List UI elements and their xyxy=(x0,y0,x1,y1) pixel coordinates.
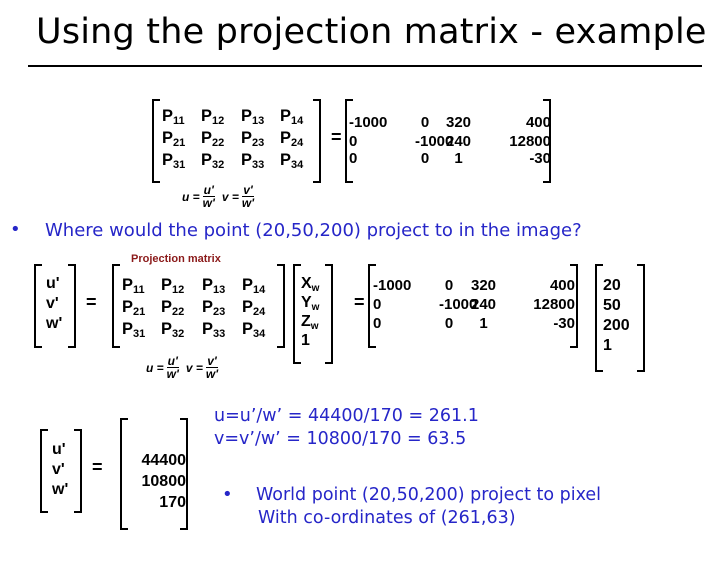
mid-p-matrix-left-bracket xyxy=(112,264,120,348)
mid-num-matrix-cell-1-4: 400 xyxy=(549,277,575,294)
mid-p-14: P14 xyxy=(242,276,266,296)
answer-bullet-dot: • xyxy=(222,484,233,505)
top-p-31: P31 xyxy=(162,151,186,171)
mid-num-matrix-right-bracket xyxy=(570,264,578,348)
mid-p-22: P22 xyxy=(161,298,185,318)
result-uvw-3: w' xyxy=(52,481,69,498)
point-vector-3: 200 xyxy=(603,317,630,334)
top-num-matrix-cell-2-1: 0 xyxy=(349,133,358,150)
mid-num-matrix-cell-3-1: 0 xyxy=(373,315,382,332)
point-vector-1: 20 xyxy=(603,277,621,294)
mid-num-matrix-cell-3-3: 1 xyxy=(479,315,488,332)
mid-equals-1: = xyxy=(86,292,97,312)
top-num-matrix-cell-1-2: 0 xyxy=(420,114,430,131)
world-vector-1: Xw xyxy=(301,275,320,294)
top-p-33: P33 xyxy=(241,151,265,171)
answer-line-2: With co-ordinates of (261,63) xyxy=(258,508,516,528)
result-vector-right-bracket xyxy=(180,418,188,530)
world-vector-left-bracket xyxy=(293,264,301,364)
top-p-14: P14 xyxy=(280,107,304,127)
top-p-22: P22 xyxy=(201,129,225,149)
point-vector-2: 50 xyxy=(603,297,621,314)
top-p-32: P32 xyxy=(201,151,225,171)
mid-p-34: P34 xyxy=(242,320,266,340)
top-p-34: P34 xyxy=(280,151,304,171)
top-p-matrix-right-bracket xyxy=(313,99,321,183)
mid-num-matrix-cell-1-2: 0 xyxy=(444,277,454,294)
point-vector-left-bracket xyxy=(595,264,603,372)
mid-p-24: P24 xyxy=(242,298,266,318)
top-num-matrix-cell-3-1: 0 xyxy=(349,150,358,167)
world-vector-2: Yw xyxy=(301,294,320,313)
mid-num-matrix-cell-3-4: -30 xyxy=(553,315,575,332)
v-calculation: v=v’/w’ = 10800/170 = 63.5 xyxy=(214,429,467,449)
top-p-24: P24 xyxy=(280,129,304,149)
mid-p-33: P33 xyxy=(202,320,226,340)
top-p-21: P21 xyxy=(162,129,186,149)
mid-p-31: P31 xyxy=(122,320,146,340)
world-vector-right-bracket xyxy=(325,264,333,364)
page-title: Using the projection matrix - example xyxy=(36,12,707,52)
top-num-matrix-right-bracket xyxy=(543,99,551,183)
mid-num-matrix-cell-2-4: 12800 xyxy=(533,296,575,313)
top-num-matrix-cell-3-3: 1 xyxy=(454,150,463,167)
mid-num-matrix-cell-2-3: 240 xyxy=(470,296,497,313)
world-vector-3: Zw xyxy=(301,313,319,332)
mid-p-11: P11 xyxy=(122,276,145,296)
top-num-matrix-cell-1-4: 400 xyxy=(525,114,551,131)
mid-num-matrix-cell-2-2: -1000 xyxy=(439,296,478,313)
mid-num-matrix-left-bracket xyxy=(368,264,376,348)
top-p-13: P13 xyxy=(241,107,265,127)
result-vector-left-bracket xyxy=(120,418,128,530)
mid-uvw-right-bracket xyxy=(68,264,76,348)
u-calculation: u=u’/w’ = 44400/170 = 261.1 xyxy=(214,406,479,426)
title-underline xyxy=(28,65,702,67)
point-vector-right-bracket xyxy=(637,264,645,372)
top-p-12: P12 xyxy=(201,107,225,127)
bullet-question: Where would the point (20,50,200) projec… xyxy=(45,220,582,241)
mid-num-matrix-cell-1-3: 320 xyxy=(470,277,497,294)
mid-uvw-left-bracket xyxy=(34,264,42,348)
top-num-matrix-cell-3-2: 0 xyxy=(420,150,430,167)
result-uvw-2: v' xyxy=(52,461,65,478)
world-vector-4: 1 xyxy=(301,332,310,349)
mid-uvw-3: w' xyxy=(46,315,63,332)
mid-uvw-1: u' xyxy=(46,275,60,292)
top-num-matrix-cell-1-3: 320 xyxy=(445,114,472,131)
result-equals-sign: = xyxy=(92,457,103,477)
top-num-matrix-cell-2-4: 12800 xyxy=(509,133,551,150)
answer-line-1: World point (20,50,200) project to pixel xyxy=(256,485,602,505)
result-vector-1: 44400 xyxy=(141,452,187,469)
mid-p-13: P13 xyxy=(202,276,226,296)
mid-uvw-2: v' xyxy=(46,295,59,312)
top-p-23: P23 xyxy=(241,129,265,149)
mid-p-32: P32 xyxy=(161,320,185,340)
mid-equals-2: = xyxy=(354,292,365,312)
result-uvw-left-bracket xyxy=(40,429,48,513)
mid-p-12: P12 xyxy=(161,276,185,296)
result-vector-2: 10800 xyxy=(141,473,187,490)
result-vector-3: 170 xyxy=(159,494,186,511)
top-num-matrix-cell-2-3: 240 xyxy=(445,133,472,150)
top-p-matrix-left-bracket xyxy=(152,99,160,183)
top-num-matrix-left-bracket xyxy=(345,99,353,183)
top-p-11: P11 xyxy=(162,107,185,127)
result-uvw-1: u' xyxy=(52,441,66,458)
top-num-matrix-cell-2-2: -1000 xyxy=(415,133,454,150)
mid-num-matrix-cell-3-2: 0 xyxy=(444,315,454,332)
mid-p-23: P23 xyxy=(202,298,226,318)
top-num-matrix-cell-1-1: -1000 xyxy=(349,114,388,131)
projection-matrix-label: Projection matrix xyxy=(131,253,221,265)
uv-definition-middle: u = u'w' v = v'w' xyxy=(146,354,219,381)
uv-definition-top: u = u'w' v = v'w' xyxy=(182,183,255,210)
point-vector-4: 1 xyxy=(603,337,612,354)
result-uvw-right-bracket xyxy=(74,429,82,513)
mid-p-21: P21 xyxy=(122,298,146,318)
bullet-dot: • xyxy=(10,219,21,240)
top-equals-sign: = xyxy=(331,127,342,147)
mid-p-matrix-right-bracket xyxy=(277,264,285,348)
mid-num-matrix-cell-2-1: 0 xyxy=(373,296,382,313)
top-num-matrix-cell-3-4: -30 xyxy=(529,150,551,167)
mid-num-matrix-cell-1-1: -1000 xyxy=(373,277,412,294)
